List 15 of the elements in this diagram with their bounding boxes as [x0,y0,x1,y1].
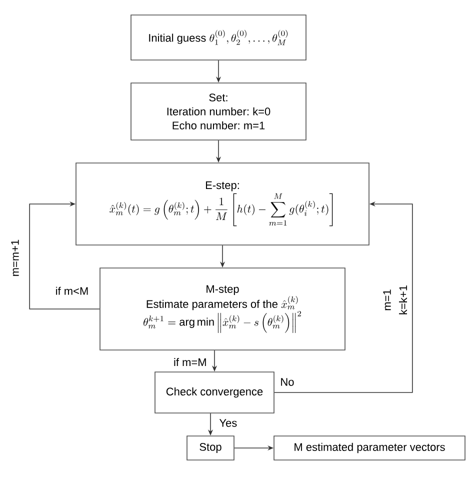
edge-label: if m<M [54,286,90,296]
process-box: M-step Estimate parameters of the $\hat{x}_m^{(k)}$ $\theta_m^{k+1}=\arg\min\left\|\hat{x}_m^{(k)}-s\left(\theta_m^{(k)}\right)\right\|^2$ [100,268,346,350]
process-box: M estimated parameter vectors [274,436,466,460]
update-note: m=1 [383,290,391,310]
update-note: m=m+1 [11,240,19,276]
process-box: Stop [186,436,234,460]
edge-label: if m=M [172,357,208,367]
arrow [29,201,100,310]
process-box: E-step: $\hat{x}_m^{(k)}(t)=g\left(\theta_m^{(k)};t\right)+\frac{1}{M}\left[h(t)-\sum_{m=1}^{M}g(\theta_i^{(k)};t)\right]$ [76,162,370,246]
edge-label: No [279,377,296,387]
process-box: Initial guess $\theta_1^{(0)},\theta_2^{(0)},\dots,\theta_M^{(0)}$ [130,14,306,60]
update-note: k=k+1 [399,286,407,314]
process-box: Check convergence [154,372,274,414]
edge-label: Yes [218,418,238,428]
process-box: Set: Iteration number: k=0 Echo number: m=1 [130,82,306,140]
